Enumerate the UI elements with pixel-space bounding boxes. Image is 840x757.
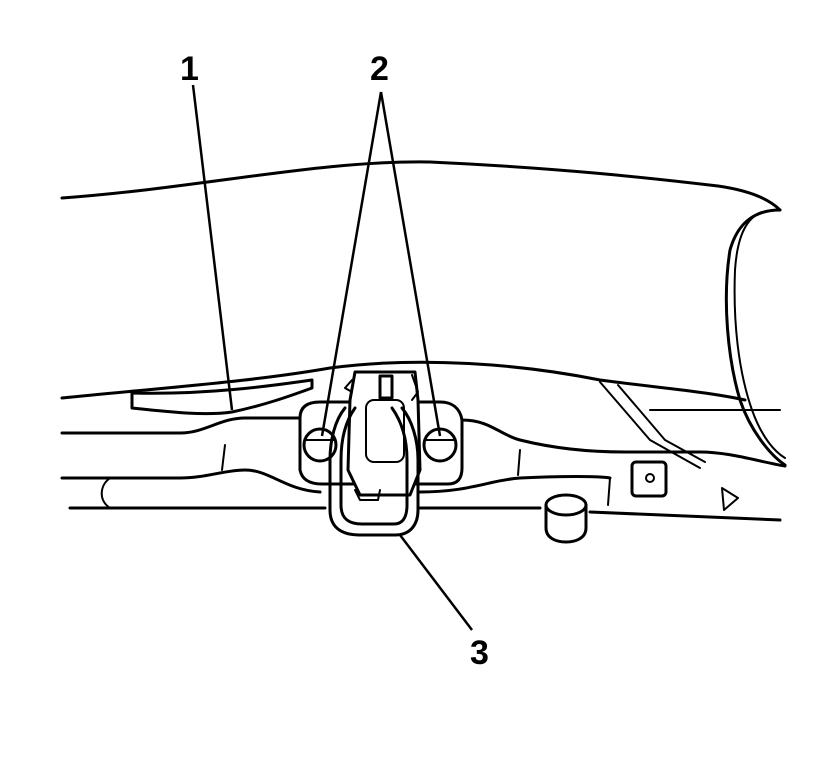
rubber-bumper — [544, 493, 588, 544]
wire-loop — [328, 406, 420, 537]
square-fastener — [630, 460, 668, 498]
upper-panel — [60, 160, 787, 467]
leader-lines — [191, 84, 473, 631]
callout-1: 1 — [180, 50, 199, 88]
trim-panel — [130, 378, 314, 416]
bolt-left — [302, 427, 338, 463]
callout-3: 3 — [470, 634, 489, 672]
callout-2: 2 — [370, 50, 389, 88]
lower-rail — [60, 381, 787, 522]
